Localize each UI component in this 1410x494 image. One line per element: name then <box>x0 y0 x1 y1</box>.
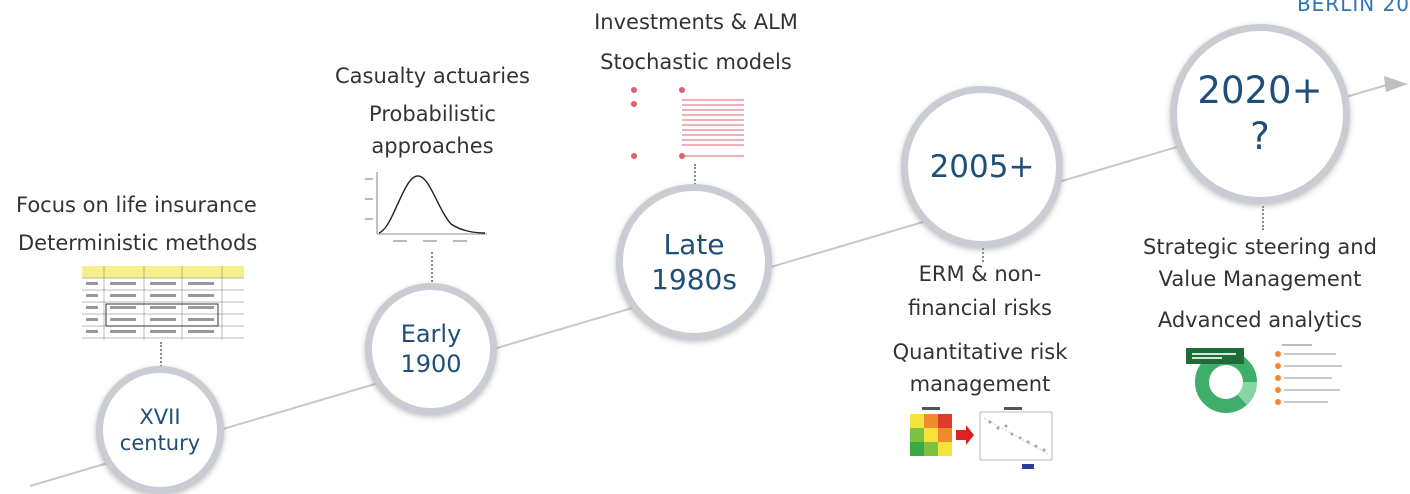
milestone-xvii-century: XVII century <box>96 366 224 494</box>
caption-2005-3: Quantitative risk <box>892 340 1068 364</box>
life-table-thumbnail <box>82 266 244 340</box>
caption-2005-1: ERM & non- <box>918 262 1042 286</box>
caption-early-3: approaches <box>371 134 494 158</box>
milestone-2020-line1: 2020+ <box>1197 68 1323 112</box>
caption-2020-2: Value Management <box>1158 267 1362 291</box>
caption-2020-1: Strategic steering and <box>1143 235 1377 259</box>
caption-2005-4: management <box>909 372 1051 396</box>
milestone-xvii-line2: century <box>119 431 201 455</box>
milestone-2005: 2005+ <box>901 86 1063 248</box>
caption-xvii-1: Focus on life insurance <box>16 193 257 217</box>
milestone-2020: 2020+ ? <box>1170 24 1350 204</box>
connector-2005 <box>982 248 984 262</box>
connector-late <box>694 164 696 188</box>
milestone-xvii-line1: XVII <box>139 404 181 429</box>
caption-early-1: Casualty actuaries <box>335 64 530 88</box>
milestone-late-1980s: Late 1980s <box>616 184 772 340</box>
analytics-cycle-thumbnail <box>1184 342 1350 414</box>
caption-late-2: Stochastic models <box>600 50 792 74</box>
stochastic-model-thumbnail <box>626 84 758 164</box>
corner-label: BERLIN 20 <box>1296 0 1410 16</box>
risk-heatmap-thumbnail <box>900 404 1060 474</box>
milestone-early-line2: 1900 <box>400 350 462 378</box>
connector-2020 <box>1262 206 1264 230</box>
milestone-late-line2: 1980s <box>651 263 737 296</box>
timeline-arrow-icon <box>1384 76 1408 92</box>
connector-xvii <box>160 342 162 370</box>
caption-2020-3: Advanced analytics <box>1157 308 1363 332</box>
caption-xvii-2: Deterministic methods <box>18 231 258 255</box>
caption-2005-2: financial risks <box>908 296 1052 320</box>
probability-curve-thumbnail <box>363 168 491 250</box>
milestone-2005-line1: 2005+ <box>929 148 1035 185</box>
milestone-2020-line2: ? <box>1250 115 1270 158</box>
caption-late-1: Investments & ALM <box>594 10 798 34</box>
milestone-late-line1: Late <box>663 228 725 261</box>
milestone-early-line1: Early <box>400 320 462 348</box>
milestone-early-1900: Early 1900 <box>365 283 497 415</box>
caption-early-2: Probabilistic <box>369 102 496 126</box>
connector-early <box>431 252 433 286</box>
